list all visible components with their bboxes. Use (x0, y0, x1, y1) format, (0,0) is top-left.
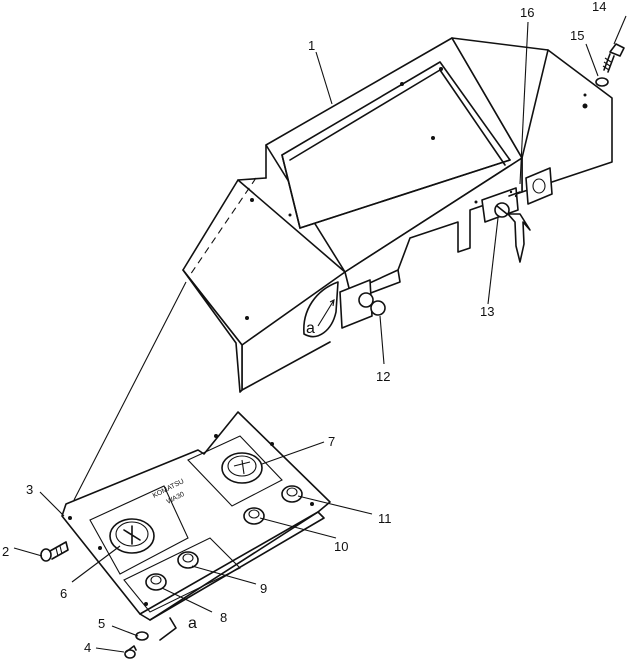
glow-switch: a (303, 279, 386, 338)
right-switch-opening (525, 167, 553, 205)
callout-14: 14 (592, 0, 606, 14)
callout-3: 3 (26, 482, 33, 497)
panel-plate (61, 411, 331, 621)
housing-front-face (344, 157, 523, 293)
gauge-7 (221, 452, 263, 484)
bolt-2 (40, 541, 69, 562)
callout-10: 10 (334, 539, 348, 554)
washer-5 (135, 631, 149, 641)
callout-15: 15 (570, 28, 584, 43)
callout-9: 9 (260, 581, 267, 596)
ignition-key-icon (507, 213, 531, 263)
housing-left-flange (182, 269, 243, 393)
washer-15 (595, 77, 609, 87)
right-gauge-recess (187, 435, 283, 507)
callout-8: 8 (220, 610, 227, 625)
callout-6: 6 (60, 586, 67, 601)
left-gauge-recess (89, 485, 189, 575)
callout-13: 13 (480, 304, 494, 319)
callout-labels: 1 2 3 4 5 6 7 8 9 10 11 12 13 14 15 16 (2, 0, 606, 655)
callout-4: 4 (84, 640, 91, 655)
callout-2: 2 (2, 544, 9, 559)
detail-mark-lower: a (188, 615, 197, 632)
key-switch (481, 187, 531, 263)
detail-a-curl (303, 281, 339, 338)
detail-a-bracket (159, 617, 177, 641)
callout-5: 5 (98, 616, 105, 631)
leader-lines (13, 15, 627, 653)
housing-assembly (182, 37, 613, 393)
callout-12: 12 (376, 369, 390, 384)
assembly-leader (73, 281, 187, 501)
bolt-14 (602, 43, 625, 73)
callout-7: 7 (328, 434, 335, 449)
callout-1: 1 (308, 38, 315, 53)
detail-mark-upper: a (306, 320, 315, 337)
callout-11: 11 (378, 511, 392, 526)
callout-16: 16 (520, 5, 534, 20)
bolt-4 (124, 645, 137, 659)
hidden-edge (187, 177, 257, 279)
